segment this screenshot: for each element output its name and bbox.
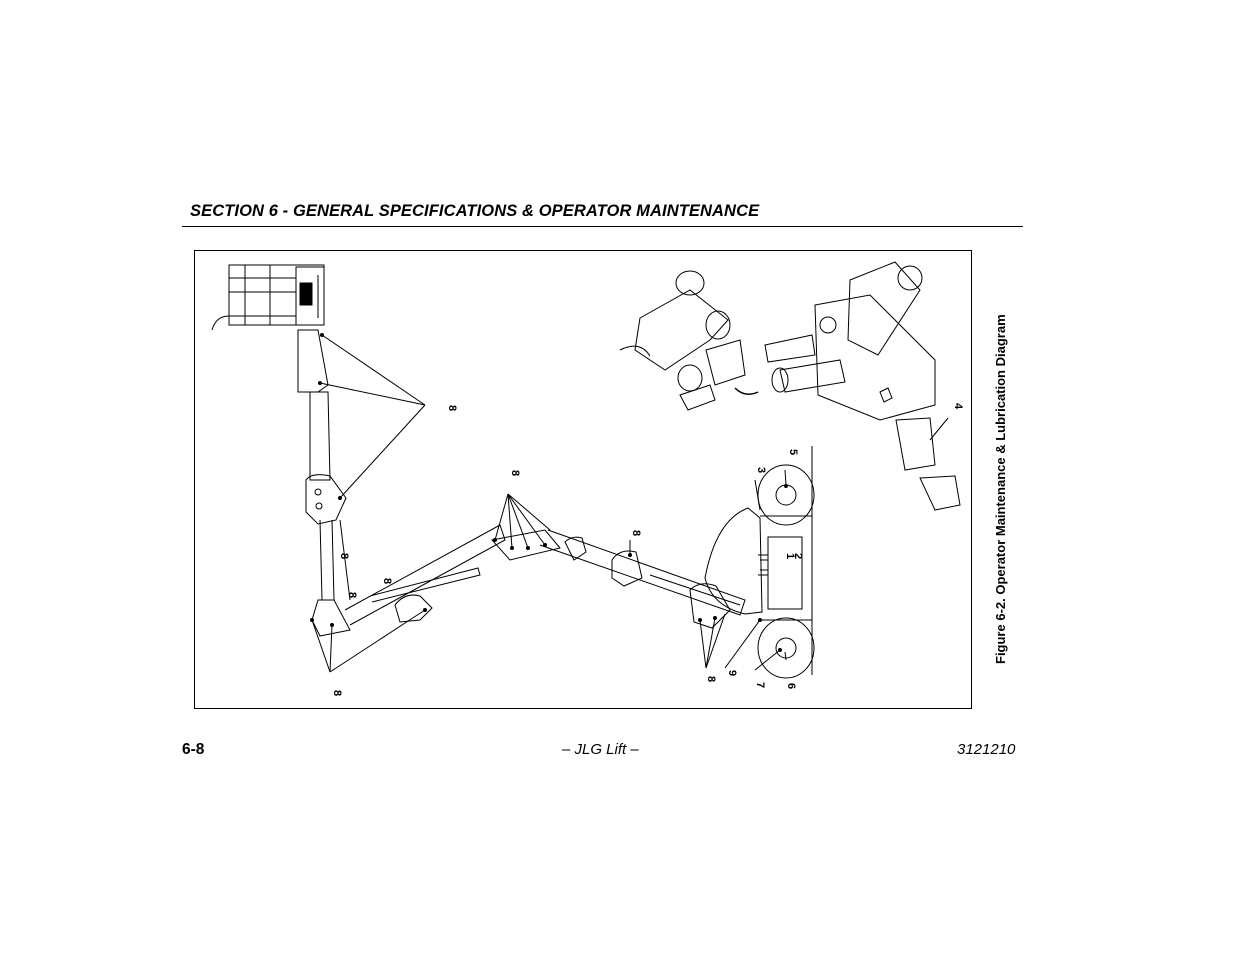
callout-8-turntable: 8 — [705, 676, 717, 682]
callout-1: 1 — [784, 553, 796, 559]
callout-8-upper: 8 — [446, 405, 458, 411]
lower-boom — [539, 529, 746, 629]
inset-machine — [619, 270, 759, 411]
callout-2: 2 — [792, 553, 804, 559]
grease-points — [310, 333, 788, 652]
figure-frame — [194, 250, 972, 709]
page-number: 6-8 — [182, 741, 205, 758]
callout-6: 6 — [785, 683, 797, 689]
inset-valve-manifold — [764, 261, 961, 511]
mid-boom — [344, 524, 561, 626]
platform-basket — [211, 264, 325, 331]
callout-9: 9 — [726, 670, 738, 676]
callout-8-mid-top: 8 — [509, 470, 521, 476]
callout-5: 5 — [787, 449, 799, 455]
turntable — [704, 507, 803, 615]
jlg-logo-icon — [299, 282, 313, 306]
chassis — [757, 446, 815, 679]
document-number: 3121210 — [957, 741, 1016, 758]
callout-8-knuckle: 8 — [346, 592, 358, 598]
callout-8-lower-boom: 8 — [630, 530, 642, 536]
leader-lines — [311, 334, 787, 673]
section-title: SECTION 6 - GENERAL SPECIFICATIONS & OPE… — [190, 202, 760, 220]
callout-7: 7 — [754, 682, 766, 688]
callout-8-upper-boom: 8 — [338, 553, 350, 559]
figure-caption: Figure 6-2. Operator Maintenance & Lubri… — [993, 314, 1008, 664]
callout-8-lower: 8 — [331, 690, 343, 696]
callout-8-mid-boom: 8 — [381, 578, 393, 584]
callout-3: 3 — [755, 467, 767, 473]
footer-center-text: – JLG Lift – — [562, 741, 639, 758]
upper-boom — [297, 329, 351, 637]
callout-4: 4 — [952, 403, 964, 410]
header-rule — [182, 226, 1023, 227]
